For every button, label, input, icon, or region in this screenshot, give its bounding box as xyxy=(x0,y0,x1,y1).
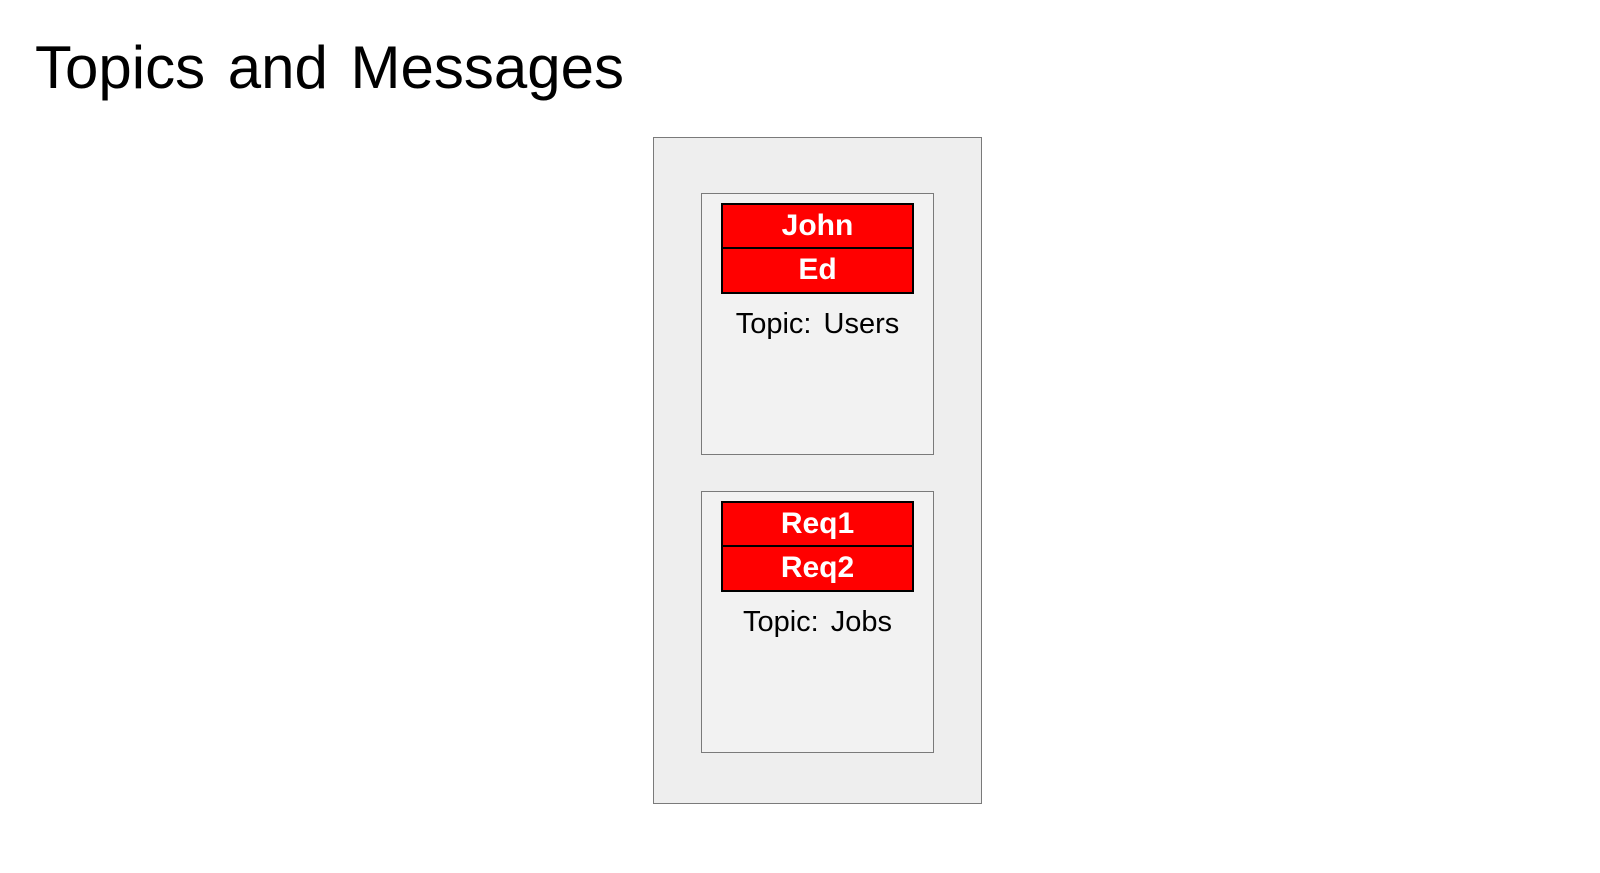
message-req2: Req2 xyxy=(721,544,914,592)
topic-jobs-box: Req1 Req2 Topic: Jobs xyxy=(701,491,934,753)
topic-jobs-message-stack: Req1 Req2 xyxy=(721,501,914,592)
message-john: John xyxy=(721,203,914,249)
topic-users-label: Topic: Users xyxy=(735,308,900,340)
topic-users-box: John Ed Topic: Users xyxy=(701,193,934,455)
slide-title: Topics and Messages xyxy=(35,34,624,101)
topic-users-message-stack: John Ed xyxy=(721,203,914,294)
topic-jobs-label: Topic: Jobs xyxy=(742,606,893,638)
message-req1: Req1 xyxy=(721,501,914,547)
message-ed: Ed xyxy=(721,246,914,294)
